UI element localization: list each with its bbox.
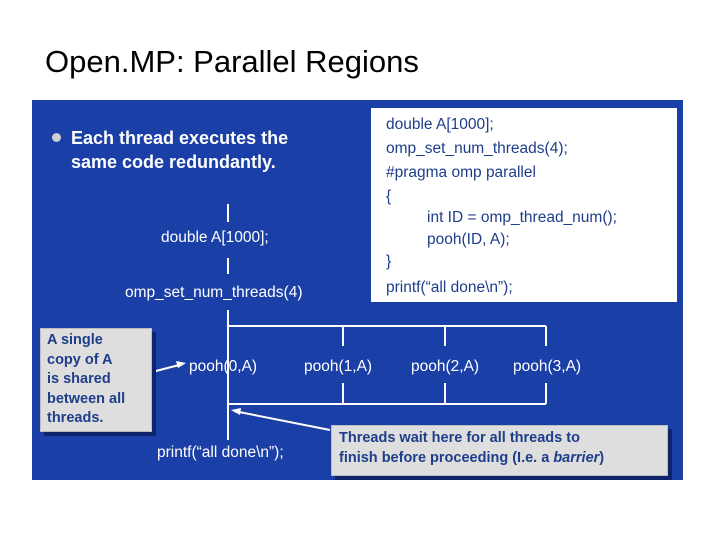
code-line-set-threads: omp_set_num_threads(4); [386, 140, 568, 157]
bullet-icon [52, 133, 61, 142]
flow-call-0: pooh(0,A) [189, 358, 258, 375]
arrow-wait-head [231, 408, 241, 415]
code-box [371, 108, 677, 302]
bullet-line-2: same code redundantly. [71, 152, 276, 172]
arrow-wait-line [233, 410, 331, 431]
note-shared-line-2: copy of A [47, 351, 113, 368]
note-barrier-line-2-post: ) [599, 449, 605, 466]
page-title: Open.MP: Parallel Regions [45, 44, 419, 79]
note-barrier-emphasis: barrier [553, 449, 600, 466]
code-line-pooh: pooh(ID, A); [427, 231, 510, 248]
flow-call-3: pooh(3,A) [513, 358, 582, 375]
note-shared-line-3: is shared [47, 371, 111, 387]
note-barrier-line-2: finish before proceeding (I.e. a barrier… [339, 449, 667, 469]
code-line-thread-id: int ID = omp_thread_num(); [427, 209, 617, 226]
note-shared-line-1: A single [47, 332, 103, 348]
code-line-open-brace: { [386, 188, 392, 205]
note-shared-line-4: between all [47, 390, 126, 407]
bullet-line-1: Each thread executes the [71, 128, 289, 148]
code-line-pragma: #pragma omp parallel [386, 164, 536, 181]
code-line-printf: printf(“all done\n”); [386, 279, 513, 296]
note-barrier-line-2-pre: finish before proceeding (I.e. a [339, 449, 554, 466]
code-line-decl: double A[1000]; [386, 116, 494, 133]
arrow-shared-head [176, 361, 186, 368]
note-barrier: Threads wait here for all threads to fin… [331, 425, 668, 476]
note-barrier-line-1: Threads wait here for all threads to [339, 430, 580, 446]
flow-set-threads: omp_set_num_threads(4) [125, 284, 303, 301]
flow-decl: double A[1000]; [161, 229, 269, 246]
code-line-close-brace: } [386, 253, 392, 270]
flow-call-2: pooh(2,A) [411, 358, 480, 375]
flow-printf: printf(“all done\n”); [157, 444, 284, 461]
flow-call-1: pooh(1,A) [304, 358, 373, 375]
note-shared-copy: A single copy of A is shared between all… [40, 328, 152, 432]
note-shared-line-5: threads. [47, 410, 104, 426]
bullet-text: Each thread executes the same code redun… [71, 126, 288, 174]
